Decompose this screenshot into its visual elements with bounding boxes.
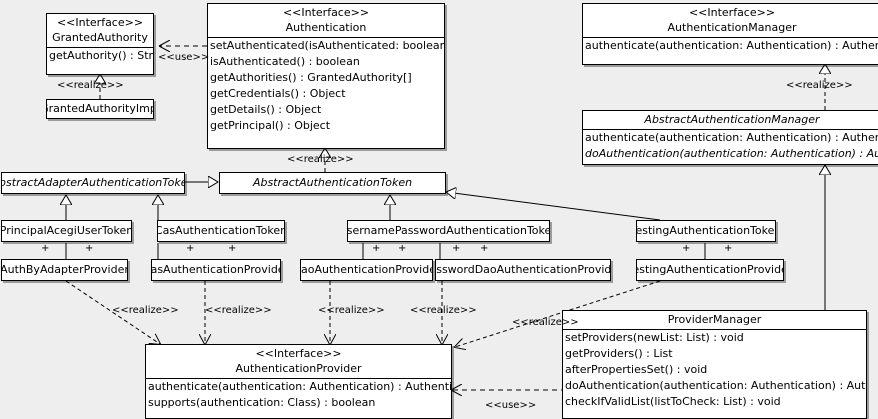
- method: authenticate(authentication: Authenticat…: [585, 39, 878, 52]
- method: doAuthentication(authentication: Authent…: [565, 379, 866, 392]
- class-name: GrantedAuthority: [52, 31, 148, 44]
- edge-label-use-provider-manager: <<use>>: [485, 400, 537, 411]
- methods-compartment: setAuthenticated(isAuthenticated: boolea…: [208, 37, 444, 134]
- class-auth-by-adapter-provider[interactable]: AuthByAdapterProvider: [1, 259, 128, 281]
- class-abstract-adapter-authentication-token[interactable]: AbstractAdapterAuthenticationToken: [1, 172, 185, 194]
- class-abstract-authentication-manager[interactable]: AbstractAuthenticationManager authentica…: [582, 110, 878, 165]
- class-header: <<Interface>> AuthenticationProvider: [146, 345, 451, 378]
- multiplicity-marker: +: [480, 243, 489, 254]
- class-authentication[interactable]: <<Interface>> Authentication setAuthenti…: [207, 3, 445, 149]
- method: setAuthenticated(isAuthenticated: boolea…: [210, 39, 444, 52]
- method: getProviders() : List: [565, 347, 673, 360]
- class-name: ProviderManager: [667, 313, 762, 326]
- method: authenticate(authentication: Authenticat…: [585, 131, 878, 144]
- multiplicity-marker: +: [398, 243, 407, 254]
- method: getAuthority() : String: [49, 49, 154, 62]
- methods-compartment: getAuthority() : String: [47, 47, 153, 64]
- method: authenticate(authentication: Authenticat…: [148, 380, 452, 393]
- multiplicity-marker: +: [85, 243, 94, 254]
- stereotype-label: <<Interface>>: [282, 6, 370, 19]
- class-password-dao-authentication-provider[interactable]: PasswordDaoAuthenticationProvider: [435, 259, 611, 281]
- method: setProviders(newList: List) : void: [565, 331, 744, 344]
- multiplicity-marker: +: [228, 243, 237, 254]
- class-authentication-manager[interactable]: <<Interface>> AuthenticationManager auth…: [582, 3, 878, 65]
- class-name: CasAuthenticationToken: [157, 224, 285, 237]
- stereotype-label: <<Interface>>: [56, 16, 144, 29]
- class-authentication-provider[interactable]: <<Interface>> AuthenticationProvider aut…: [145, 344, 452, 419]
- class-granted-authority-impl[interactable]: GrantedAuthorityImpl: [46, 99, 154, 119]
- edge-label-realize-testing-authentication-provider: <<realize>>: [512, 317, 579, 328]
- methods-compartment: authenticate(authentication: Authenticat…: [146, 378, 451, 411]
- class-header: AbstractAuthenticationManager: [583, 111, 878, 129]
- class-name: CasAuthenticationProvider: [151, 263, 280, 276]
- method: checkIfValidList(listToCheck: List) : vo…: [565, 395, 781, 408]
- method: getPrincipal() : Object: [210, 119, 331, 132]
- multiplicity-marker: +: [41, 243, 50, 254]
- class-cas-authentication-token[interactable]: CasAuthenticationToken: [157, 220, 285, 242]
- multiplicity-marker: +: [452, 243, 461, 254]
- stereotype-label: <<Interface>>: [255, 347, 342, 360]
- method: getDetails() : Object: [210, 103, 322, 116]
- method: afterPropertiesSet() : void: [565, 363, 708, 376]
- edge-label-use-granted-authority: <<use>>: [158, 52, 210, 63]
- class-header: <<Interface>> AuthenticationManager: [583, 4, 878, 37]
- class-testing-authentication-provider[interactable]: TestingAuthenticationProvider: [636, 259, 784, 281]
- class-name: AuthByAdapterProvider: [1, 263, 128, 276]
- edge-label-realize-auth-by-adapter-provider: <<realize>>: [112, 305, 179, 316]
- multiplicity-marker: +: [186, 243, 195, 254]
- method: doAuthentication(authentication: Authent…: [585, 147, 878, 160]
- class-dao-authentication-provider[interactable]: DaoAuthenticationProvider: [300, 259, 433, 281]
- method: getAuthorities() : GrantedAuthority[]: [210, 71, 412, 84]
- edge-label-realize-abstract-authentication-manager: <<realize>>: [786, 80, 853, 91]
- edge-label-realize-cas-authentication-provider: <<realize>>: [205, 305, 272, 316]
- edge-label-realize-password-dao-authentication-provider: <<realize>>: [410, 305, 477, 316]
- class-name: UsernamePasswordAuthenticationToken: [347, 224, 550, 237]
- method: getCredentials() : Object: [210, 87, 346, 100]
- class-name: AuthenticationProvider: [235, 362, 362, 375]
- class-username-password-authentication-token[interactable]: UsernamePasswordAuthenticationToken: [347, 220, 550, 242]
- class-name: PasswordDaoAuthenticationProvider: [436, 263, 611, 276]
- class-name: Authentication: [285, 21, 367, 34]
- method: supports(authentication: Class) : boolea…: [148, 396, 376, 409]
- methods-compartment: authenticate(authentication: Authenticat…: [583, 129, 878, 162]
- class-name: AbstractAuthenticationManager: [644, 113, 820, 126]
- multiplicity-marker: +: [682, 243, 691, 254]
- class-testing-authentication-token[interactable]: TestingAuthenticationToken: [636, 220, 776, 242]
- multiplicity-marker: +: [372, 243, 381, 254]
- multiplicity-marker: +: [724, 243, 733, 254]
- class-header: <<Interface>> GrantedAuthority: [47, 14, 153, 47]
- methods-compartment: setProviders(newList: List) : void getPr…: [563, 329, 866, 410]
- class-cas-authentication-provider[interactable]: CasAuthenticationProvider: [151, 259, 281, 281]
- class-name: AbstractAuthenticationToken: [252, 176, 413, 189]
- class-name: AuthenticationManager: [667, 21, 797, 34]
- methods-compartment: authenticate(authentication: Authenticat…: [583, 37, 878, 54]
- class-name: AbstractAdapterAuthenticationToken: [1, 176, 185, 189]
- class-name: GrantedAuthorityImpl: [46, 102, 154, 115]
- class-abstract-authentication-token[interactable]: AbstractAuthenticationToken: [219, 172, 446, 194]
- class-provider-manager[interactable]: ProviderManager setProviders(newList: Li…: [562, 310, 867, 419]
- class-name: PrincipalAcegiUserToken: [1, 224, 132, 237]
- edge-label-realize-abstract-authentication-token: <<realize>>: [287, 154, 354, 165]
- class-name: TestingAuthenticationToken: [636, 224, 776, 237]
- class-name: TestingAuthenticationProvider: [637, 263, 783, 276]
- class-name: DaoAuthenticationProvider: [300, 263, 432, 276]
- class-granted-authority[interactable]: <<Interface>> GrantedAuthority getAuthor…: [46, 13, 154, 75]
- edge-label-realize-granted-authority-impl: <<realize>>: [57, 80, 124, 91]
- class-principal-acegi-user-token[interactable]: PrincipalAcegiUserToken: [1, 220, 132, 242]
- class-header: <<Interface>> Authentication: [208, 4, 444, 37]
- method: isAuthenticated() : boolean: [210, 55, 360, 68]
- class-header: ProviderManager: [563, 311, 866, 329]
- stereotype-label: <<Interface>>: [688, 6, 776, 19]
- edge-label-realize-dao-authentication-provider: <<realize>>: [318, 305, 385, 316]
